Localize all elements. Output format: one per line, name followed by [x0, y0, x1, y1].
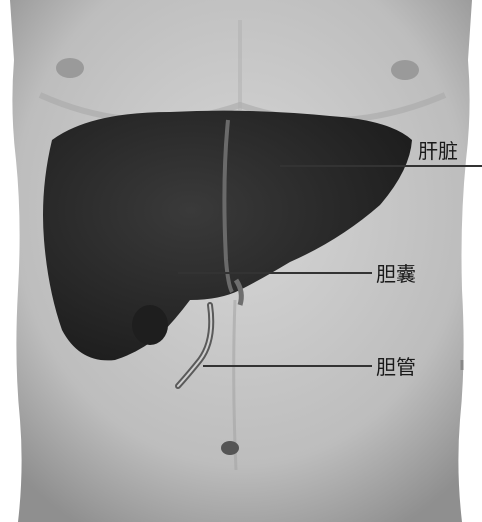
gallbladder-label: 胆囊: [376, 262, 416, 286]
left-nipple: [56, 58, 84, 78]
bile-duct-label: 胆管: [376, 355, 416, 379]
navel: [221, 441, 239, 455]
gallbladder-organ: [132, 305, 168, 345]
right-nipple: [391, 60, 419, 80]
liver-label: 肝脏: [418, 139, 458, 163]
